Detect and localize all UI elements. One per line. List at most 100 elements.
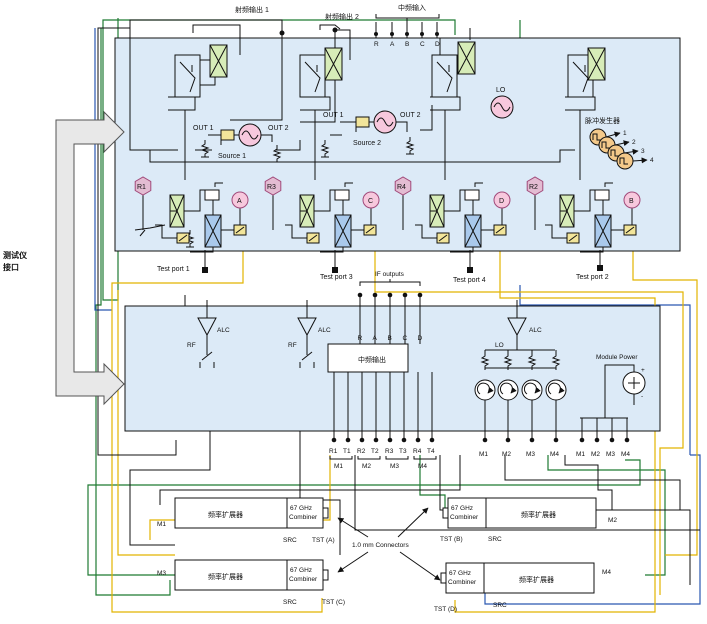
source-1-label: Source 1: [218, 153, 246, 160]
if-pin-group-m1: M1: [334, 463, 343, 470]
interface-label-2: 接口: [3, 262, 19, 272]
if-pin-bracket: [329, 456, 353, 460]
test-receiver-label: C: [368, 198, 373, 205]
combiner-box: [286, 559, 324, 591]
pulse-output-arrow: [614, 140, 630, 147]
couplers: [134, 182, 637, 253]
if-in-dot: [374, 32, 378, 36]
test-receiver-b: [623, 191, 641, 209]
reference-receiver-label: R1: [137, 184, 146, 191]
alc-rf-1: ALC RF: [187, 300, 230, 368]
if-pin-r2: R2: [357, 448, 366, 455]
combiner-label: Combiner: [289, 514, 318, 521]
if-pin-dot: [345, 437, 351, 443]
lo-amplifier-arrow: [547, 382, 565, 395]
test-set-interface-arrow: [55, 110, 125, 406]
combiner-label: Combiner: [289, 576, 318, 583]
combiner-label: 67 GHz: [449, 570, 471, 577]
rf-path: [285, 224, 364, 239]
out2-b-label: OUT 2: [400, 112, 421, 119]
test-port-3-label: Test port 3: [320, 274, 353, 281]
if-output-port-r: R: [358, 335, 363, 342]
extender-body-label: 频率扩展器: [208, 510, 243, 519]
lo-splitter-resistor: [503, 350, 513, 370]
lo-label: LO: [496, 87, 506, 94]
lo-pin-dot: [529, 437, 535, 443]
switch-assembly-2: [299, 47, 343, 111]
if-output-box-label: 中频输出: [358, 355, 386, 364]
if-pin-bracket: [357, 456, 381, 460]
if-output-box: [327, 343, 409, 373]
mixer-mark: [495, 226, 505, 234]
if-pin-group-m3: M3: [390, 463, 399, 470]
rf-path: [134, 224, 166, 237]
lo-pin-m2: M2: [502, 451, 511, 458]
bias-tee: [204, 189, 220, 201]
alc-lo: ALC LO: [485, 300, 555, 351]
bias-wire: [474, 182, 483, 187]
pulse-wave-icon: [610, 149, 619, 157]
mixer-mark: [365, 226, 375, 234]
extender-name: M4: [602, 569, 611, 576]
rf-out-1-label: 射频输出 1: [235, 5, 269, 14]
lo-splitter-resistor: [551, 350, 561, 370]
pulse-output-label: 1: [623, 130, 627, 137]
coupler-mark: [204, 214, 222, 248]
rf-out-2-label: 射频输出 2: [325, 12, 359, 21]
bias-wire: [604, 182, 613, 187]
if-pin-group-m4: M4: [418, 463, 427, 470]
pulse-output-arrow: [605, 131, 621, 138]
power-pin-dot: [594, 437, 600, 443]
alc-rf-2: ALC RF: [288, 300, 331, 368]
if-output-port-d: D: [418, 335, 423, 342]
extender-body: [174, 559, 288, 591]
if-output-port-c: C: [403, 335, 408, 342]
source-2-label: Source 2: [353, 140, 381, 147]
out1-b-label: OUT 1: [323, 112, 344, 119]
combiner-box: [447, 497, 487, 529]
bias-tee: [464, 189, 480, 201]
if-pin-dot: [359, 437, 365, 443]
bias-tee: [594, 189, 610, 201]
lo-amplifier-arrow: [476, 382, 494, 395]
power-pin-dot: [609, 437, 615, 443]
lo-pin-dot: [505, 437, 511, 443]
connectors-label: 1.0 mm Connectors: [352, 542, 409, 549]
power-pin-m4: M4: [621, 451, 630, 458]
extender-name: M1: [157, 521, 166, 528]
if-pin-t3: T3: [399, 448, 407, 455]
pulse-output-label: 2: [632, 139, 636, 146]
rf-path: [430, 189, 465, 212]
lo-distribution: [474, 350, 567, 440]
if-pin-dot: [331, 437, 337, 443]
switch-assembly-3: [430, 41, 476, 111]
rf-path: [580, 200, 604, 253]
src-label: SRC: [493, 602, 507, 609]
test-receiver-label: D: [499, 198, 504, 205]
coupler-mark: [334, 214, 352, 248]
combiner-label: Combiner: [450, 514, 479, 521]
if-pin-bracket: [385, 456, 409, 460]
power-pin-dot: [624, 437, 630, 443]
test-receiver-label: A: [237, 198, 242, 205]
if-output-port-b: B: [388, 335, 392, 342]
rf-path: [450, 200, 474, 253]
extender-body: [485, 497, 597, 529]
reference-receiver-label: R2: [529, 184, 538, 191]
if-outputs-label: IF outputs: [375, 271, 405, 278]
alc-1-label: ALC: [217, 327, 230, 334]
test-port-4-label: Test port 4: [453, 277, 486, 284]
rf-1-label: RF: [187, 342, 196, 349]
test-connector: [442, 507, 449, 519]
rf-path: [320, 200, 344, 253]
if-pin-t2: T2: [371, 448, 379, 455]
test-port-1-label: Test port 1: [157, 266, 190, 273]
if-in-port-a: A: [390, 41, 395, 48]
plus-label: +: [641, 367, 645, 374]
